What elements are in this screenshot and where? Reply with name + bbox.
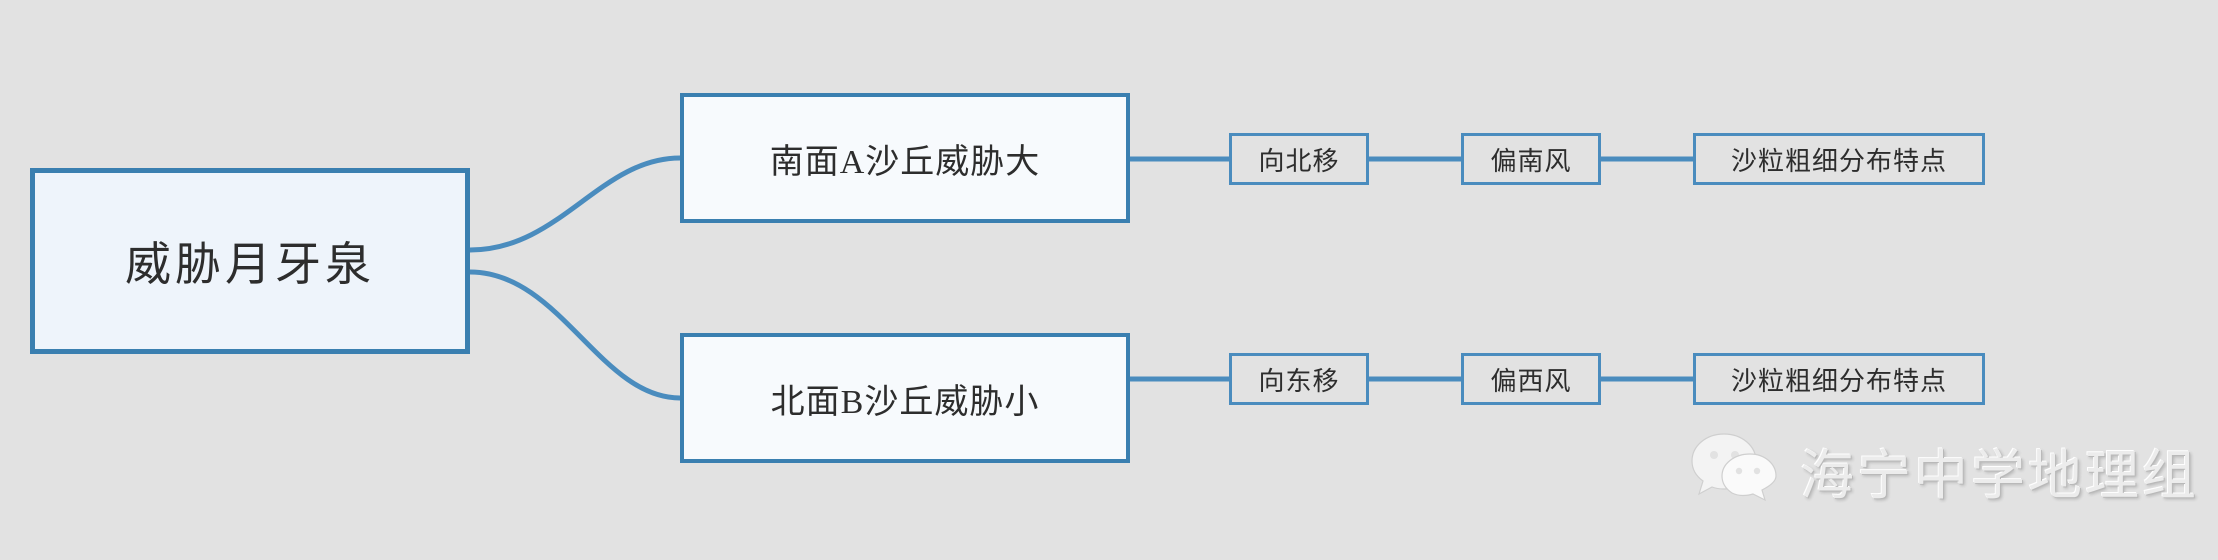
chain-node-north-move[interactable]: 向北移 [1229, 133, 1369, 185]
chain-node-westerly-wind[interactable]: 偏西风 [1461, 353, 1601, 405]
chain-node-southerly-wind[interactable]: 偏南风 [1461, 133, 1601, 185]
branch-node-south[interactable]: 南面A沙丘威胁大 [680, 93, 1130, 223]
watermark: 海宁中学地理组 [1690, 430, 2199, 510]
chain-node-east-move[interactable]: 向东移 [1229, 353, 1369, 405]
branch-node-north[interactable]: 北面B沙丘威胁小 [680, 333, 1130, 463]
chain-node-grain-size-south[interactable]: 沙粒粗细分布特点 [1693, 133, 1985, 185]
root-node[interactable]: 威胁月牙泉 [30, 168, 470, 354]
chain-node-grain-size-north[interactable]: 沙粒粗细分布特点 [1693, 353, 1985, 405]
watermark-text: 海宁中学地理组 [1800, 445, 2199, 506]
connector-root-to-south [467, 155, 683, 253]
wechat-icon [1690, 430, 1786, 510]
connector-root-to-north [467, 269, 683, 401]
